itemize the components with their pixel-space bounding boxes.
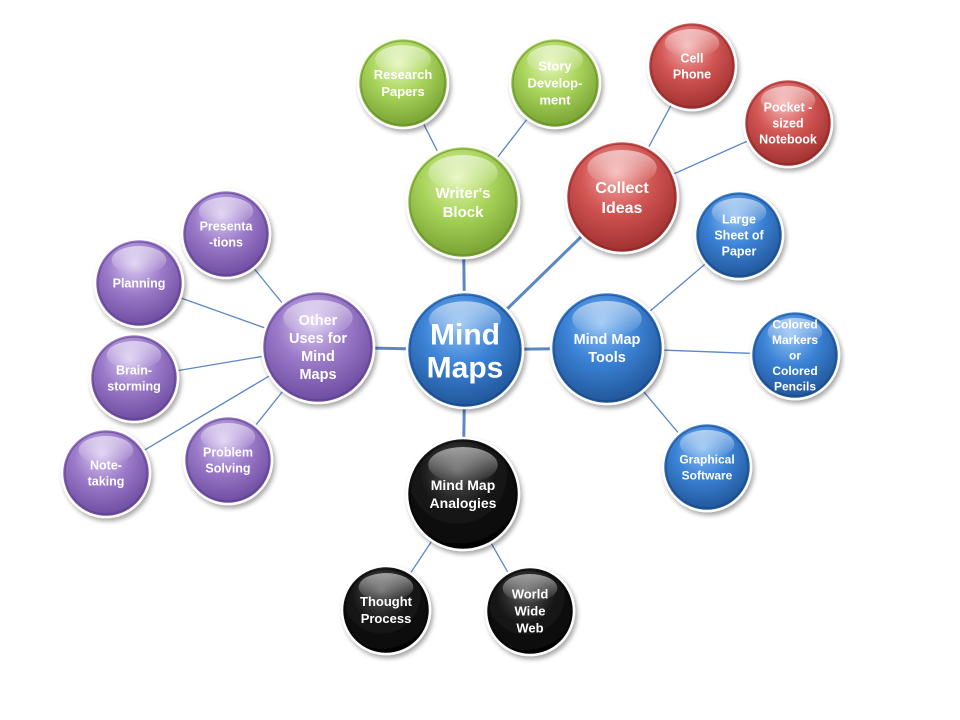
node-thought-process-label-line-2: Process xyxy=(361,611,412,626)
node-note-taking-label-line-2: taking xyxy=(88,475,125,489)
node-large-sheet-label-line-3: Paper xyxy=(722,245,757,259)
node-pocket-notebook-label-line-1: Pocket - xyxy=(764,101,813,115)
node-planning: Planning xyxy=(93,237,185,329)
node-analogies-label-line-2: Analogies xyxy=(430,495,497,511)
node-note-taking-label-line-1: Note- xyxy=(90,459,122,473)
node-collect-ideas-label-line-2: Ideas xyxy=(602,200,643,217)
node-problem-solving-label-line-1: Problem xyxy=(203,446,253,460)
node-world-wide-web-label-line-1: World xyxy=(512,587,549,602)
node-colored-markers-label-line-2: Markers xyxy=(772,333,818,347)
node-brainstorming: Brain-storming xyxy=(88,332,180,424)
node-world-wide-web-label-line-2: Wide xyxy=(515,604,546,619)
node-thought-process-label-line-1: Thought xyxy=(360,594,413,609)
node-brainstorming-label-line-1: Brain- xyxy=(116,364,152,378)
node-presentations-label-line-1: Presenta xyxy=(200,220,254,234)
node-planning-label-line-1: Planning xyxy=(113,277,166,291)
node-center-label-line-2: Maps xyxy=(427,351,504,384)
node-other-uses-label-line-1: Other xyxy=(299,313,338,329)
node-center-label-line-1: Mind xyxy=(430,318,500,351)
node-presentations-label-line-2: -tions xyxy=(209,236,243,250)
node-large-sheet-label-line-2: Sheet of xyxy=(714,229,764,243)
node-problem-solving-label-line-2: Solving xyxy=(205,462,250,476)
node-mind-map-tools-label-line-2: Tools xyxy=(588,350,626,366)
node-cell-phone-label-line-1: Cell xyxy=(681,52,704,66)
node-pocket-notebook-label-line-3: Notebook xyxy=(759,133,817,147)
nodes: MindMapsWriter'sBlockResearchPapersStory… xyxy=(60,20,841,657)
node-cell-phone-label-line-2: Phone xyxy=(673,68,711,82)
node-colored-markers-label-line-4: Colored xyxy=(772,364,817,378)
node-other-uses-label-line-2: Uses for xyxy=(289,331,347,347)
node-graphical-software-label-line-2: Software xyxy=(682,468,733,482)
node-colored-markers-label-line-3: or xyxy=(789,348,801,362)
node-writers-block-label-line-1: Writer's xyxy=(436,185,491,202)
node-story-development-label-line-3: ment xyxy=(539,93,571,108)
node-graphical-software-label-line-1: Graphical xyxy=(679,452,734,466)
node-pocket-notebook-label-line-2: sized xyxy=(772,117,803,131)
node-brainstorming-label-line-2: storming xyxy=(107,380,160,394)
node-analogies-label-line-1: Mind Map xyxy=(431,477,496,493)
node-colored-markers-label-line-1: Colored xyxy=(772,317,817,331)
node-colored-markers-label-line-5: Pencils xyxy=(774,379,816,393)
node-story-development-label-line-1: Story xyxy=(538,59,572,74)
node-story-development-label-line-2: Develop- xyxy=(528,76,583,91)
node-note-taking: Note-taking xyxy=(60,427,152,519)
node-world-wide-web-label-line-3: Web xyxy=(516,621,543,636)
node-mind-map-tools-label-line-1: Mind Map xyxy=(574,332,641,348)
node-large-sheet-label-line-1: Large xyxy=(722,213,756,227)
node-writers-block-label-line-2: Block xyxy=(443,204,485,221)
node-collect-ideas-label-line-1: Collect xyxy=(595,180,649,197)
node-other-uses-label-line-4: Maps xyxy=(299,367,336,383)
node-research-papers-label-line-2: Papers xyxy=(381,84,424,99)
node-presentations: Presenta -tions xyxy=(180,188,272,280)
node-research-papers-label-line-1: Research xyxy=(374,67,433,82)
node-other-uses-label-line-3: Mind xyxy=(301,349,335,365)
